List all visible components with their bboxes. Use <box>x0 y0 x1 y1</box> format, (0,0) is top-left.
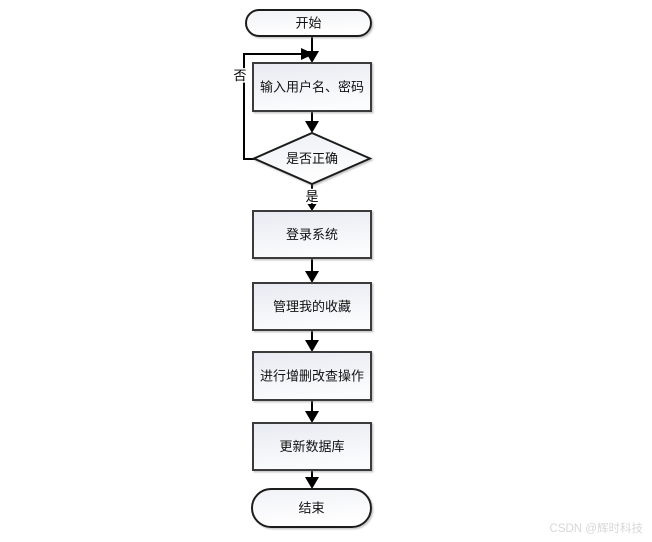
start-label: 开始 <box>295 16 321 31</box>
edges-group <box>243 36 319 489</box>
arrowhead-no-loop-merge <box>301 48 314 60</box>
arrowhead-into-manage <box>305 271 319 283</box>
node-manage-favorites: 管理我的收藏 <box>252 282 372 331</box>
node-update-database: 更新数据库 <box>252 422 372 471</box>
node-end: 结束 <box>251 488 372 528</box>
edge-no-loop-line <box>243 53 303 160</box>
arrowhead-into-decision <box>305 121 319 133</box>
update-database-label: 更新数据库 <box>279 439 344 454</box>
node-input-credentials: 输入用户名、密码 <box>252 62 372 112</box>
check-correct-label: 是否正确 <box>286 151 338 166</box>
crud-operations-label: 进行增删改查操作 <box>260 369 364 384</box>
node-start: 开始 <box>245 9 372 37</box>
crud-operations-shape <box>252 351 372 401</box>
arrowhead-into-end <box>305 477 319 489</box>
login-system-label: 登录系统 <box>286 227 338 242</box>
check-correct-decision-shape <box>251 131 373 186</box>
no-branch-label: 否 <box>233 68 246 83</box>
start-terminator-shape <box>245 9 372 37</box>
login-system-shape <box>252 210 372 259</box>
update-database-shape <box>252 422 372 471</box>
node-check-correct: 是否正确 <box>251 131 373 186</box>
input-credentials-shape <box>252 62 372 112</box>
end-label: 结束 <box>298 501 324 516</box>
input-credentials-label: 输入用户名、密码 <box>260 80 364 95</box>
arrowhead-into-update <box>305 411 319 423</box>
csdn-watermark: CSDN @辉时科技 <box>550 521 644 535</box>
node-login-system: 登录系统 <box>252 210 372 259</box>
arrowhead-into-crud <box>305 340 319 352</box>
end-terminator-shape <box>251 488 372 528</box>
yes-branch-label: 是 <box>305 189 318 204</box>
node-crud-operations: 进行增删改查操作 <box>252 351 372 401</box>
manage-favorites-label: 管理我的收藏 <box>273 299 351 314</box>
manage-favorites-shape <box>252 282 372 331</box>
arrowhead-into-login <box>307 204 317 211</box>
